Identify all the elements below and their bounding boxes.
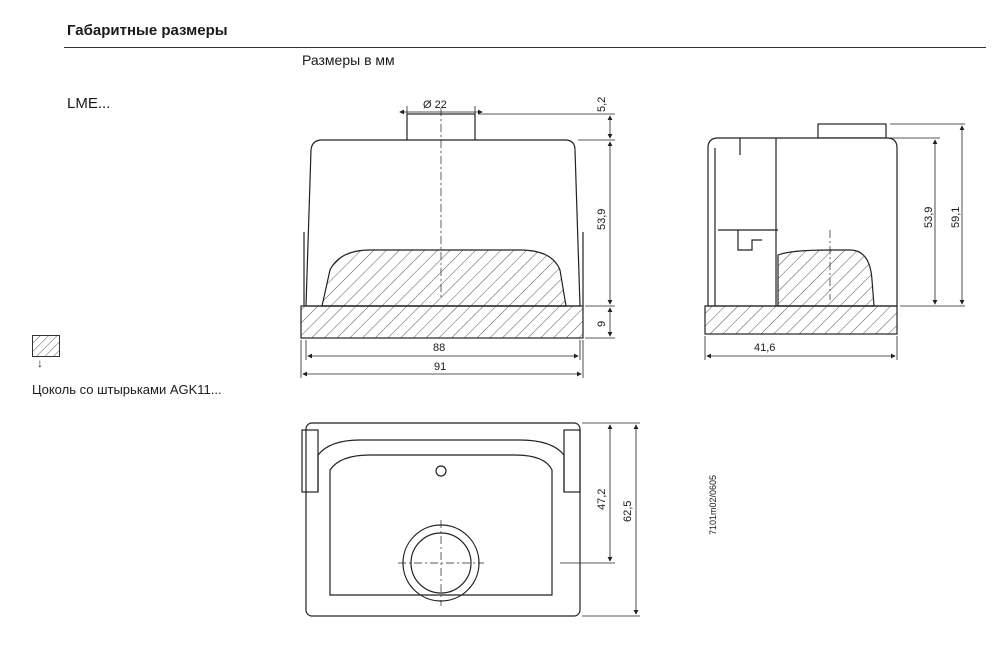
dim-body-height: 53,9 [596, 209, 608, 230]
units-note: Размеры в мм [302, 52, 395, 68]
front-dimensions [300, 106, 615, 378]
hatch-legend-icon [32, 335, 60, 362]
model-label: LME... [67, 95, 111, 112]
legend-text: Цоколь со штырьками AGK11... [32, 382, 222, 397]
dim-bottom-62-5: 62,5 [622, 501, 634, 522]
dim-diameter: Ø 22 [423, 99, 447, 111]
dim-width-88: 88 [433, 342, 445, 354]
front-view [300, 108, 584, 339]
dim-depth: 41,6 [754, 342, 775, 354]
drawing-code: 7101m02/0605 [708, 475, 718, 535]
dim-side-height-59-1: 59,1 [950, 207, 962, 228]
dim-base-height: 9 [596, 321, 608, 327]
legend-arrow-icon: ↓ [37, 356, 43, 370]
dim-side-height-53-9: 53,9 [923, 207, 935, 228]
section-title: Габаритные размеры [67, 22, 228, 39]
dim-knob-height: 5,2 [596, 97, 608, 112]
bottom-view [301, 422, 581, 617]
dim-width-91: 91 [434, 361, 446, 373]
dim-bottom-47-2: 47,2 [596, 489, 608, 510]
bottom-dimensions [560, 422, 640, 617]
title-rule [64, 47, 986, 48]
side-dimensions [704, 123, 965, 360]
side-view [704, 123, 898, 335]
